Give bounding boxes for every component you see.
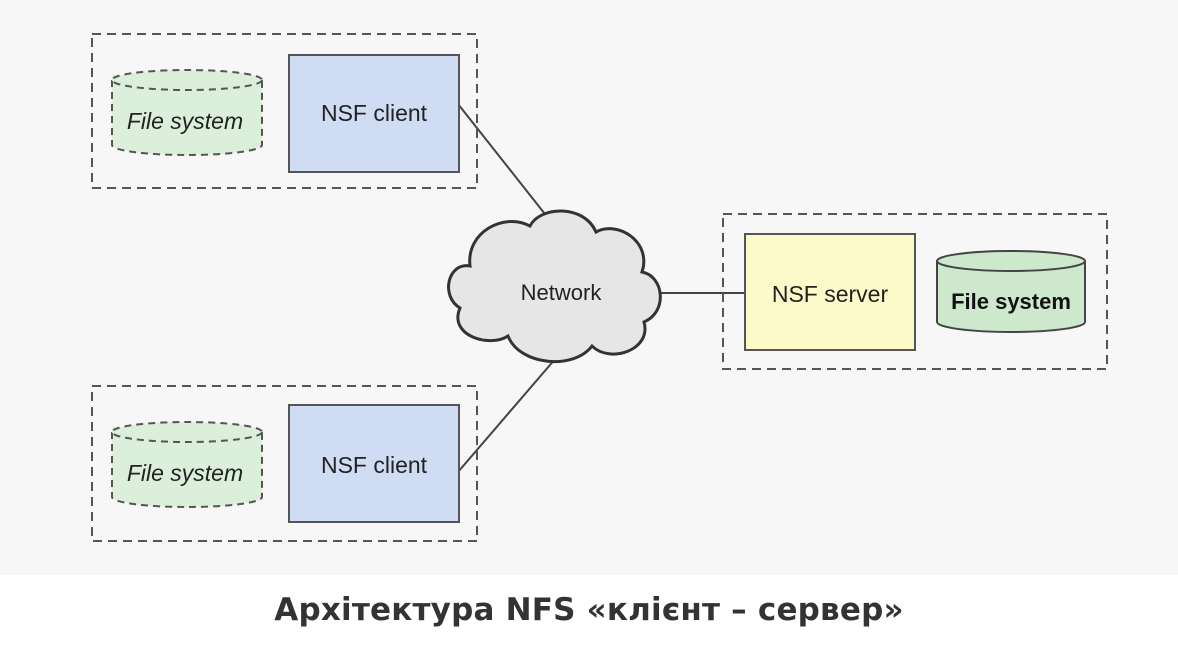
client-2-label: NSF client (321, 452, 428, 478)
cloud-icon (447, 209, 662, 364)
server-filesystem-label: File system (951, 289, 1071, 314)
client-2-filesystem-label: File system (127, 460, 243, 486)
client-1-label: NSF client (321, 100, 428, 126)
client-2-filesystem-icon (111, 421, 263, 508)
client-1-box (288, 54, 460, 173)
server-node: NSF server File system (722, 213, 1108, 370)
server-label: NSF server (772, 281, 889, 307)
diagram-caption: Архітектура NFS «клієнт – сервер» (274, 592, 904, 628)
network-label: Network (521, 280, 603, 305)
diagram-panel: File system NSF client File system NSF c… (91, 33, 1108, 542)
nfs-architecture-diagram: File system NSF client File system NSF c… (91, 33, 1108, 542)
client-2-box (288, 404, 460, 523)
network-cloud: Network (447, 209, 662, 364)
client-1-filesystem-icon (111, 69, 263, 156)
link-client1-network (457, 103, 557, 229)
client-node-2: File system NSF client (91, 385, 478, 542)
client-node-1: File system NSF client (91, 33, 478, 189)
client-1-filesystem-label: File system (127, 108, 243, 134)
link-client2-network (457, 357, 557, 473)
server-box (744, 233, 916, 351)
server-filesystem-icon (936, 250, 1086, 333)
